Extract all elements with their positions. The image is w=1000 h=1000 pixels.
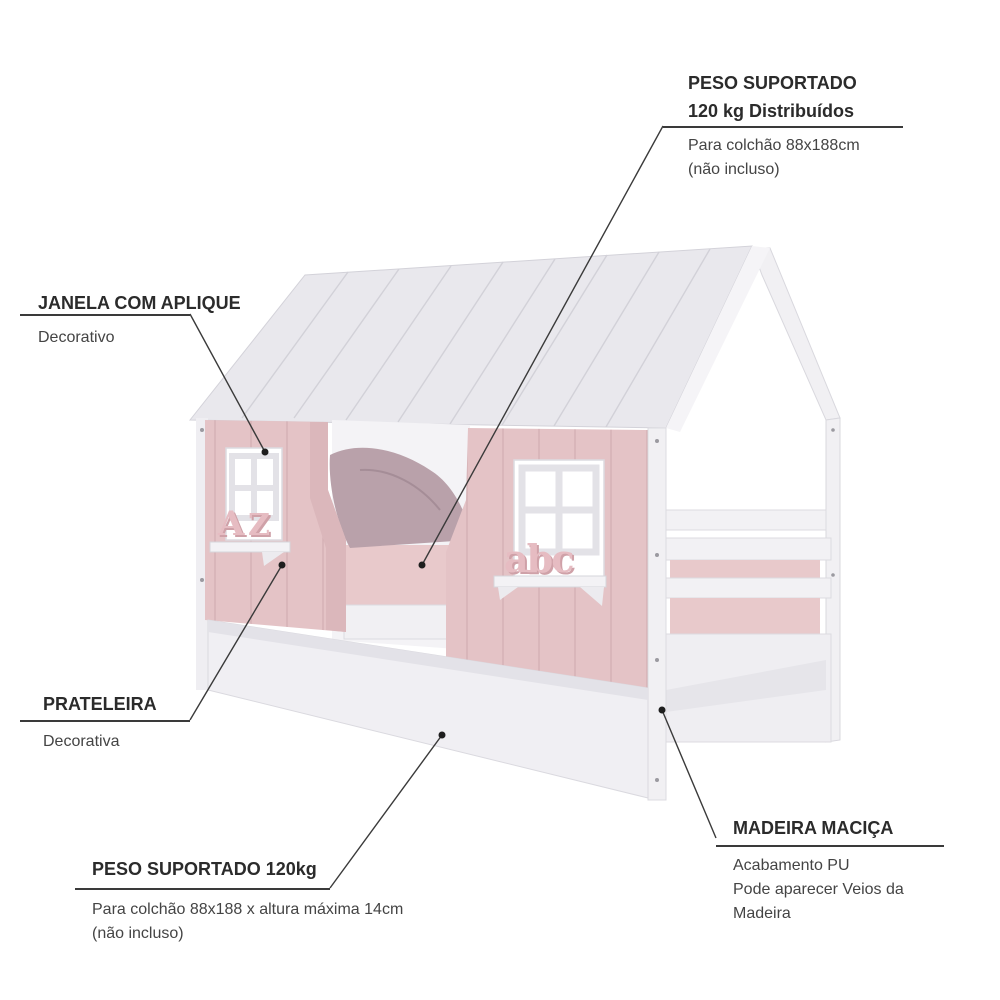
- side-rails: [665, 509, 832, 743]
- letter-z-decoration: Z: [248, 508, 270, 543]
- callout-prateleira: PRATELEIRA: [43, 691, 157, 717]
- trundle-drawer: [207, 619, 649, 799]
- callout-peso-base-line1: Para colchão 88x188 x altura máxima 14cm: [92, 901, 404, 918]
- right-window: [493, 459, 607, 606]
- rule-prateleira: [20, 720, 190, 722]
- callout-peso-topo-line2: (não incluso): [688, 161, 780, 178]
- callout-madeira: MADEIRA MACIÇA: [733, 815, 893, 841]
- callout-prateleira-title: PRATELEIRA: [43, 694, 157, 714]
- callout-janela-line1: Decorativo: [38, 329, 115, 346]
- callout-madeira-desc: Acabamento PU Pode aparecer Veios da Mad…: [733, 854, 904, 926]
- rule-janela: [20, 314, 190, 316]
- callout-janela: JANELA COM APLIQUE: [38, 290, 241, 316]
- rule-madeira: [716, 845, 944, 847]
- leader-lines: [189, 125, 717, 889]
- callout-peso-base-line2: (não incluso): [92, 925, 184, 942]
- callout-madeira-title: MADEIRA MACIÇA: [733, 818, 894, 838]
- callout-peso-topo-title1: PESO SUPORTADO: [688, 73, 857, 93]
- callout-prateleira-line1: Decorativa: [43, 733, 120, 750]
- callout-madeira-line1: Acabamento PU: [733, 857, 850, 874]
- callout-janela-title: JANELA COM APLIQUE: [38, 293, 241, 313]
- callout-peso-topo-desc: Para colchão 88x188cm (não incluso): [688, 134, 860, 182]
- callout-peso-base: PESO SUPORTADO 120kg: [92, 856, 317, 882]
- screws: [200, 428, 835, 782]
- callout-janela-desc: Decorativo: [38, 326, 114, 350]
- leader-dots: [261, 448, 666, 739]
- roof: [188, 245, 770, 432]
- callout-peso-topo-title2: 120 kg Distribuídos: [688, 101, 855, 121]
- callout-madeira-line2: Pode aparecer Veios da: [733, 881, 904, 898]
- letter-a-decoration: A: [218, 504, 245, 544]
- callout-peso-topo: PESO SUPORTADO 120 kg Distribuídos: [688, 70, 857, 124]
- callout-peso-topo-line1: Para colchão 88x188cm: [688, 137, 860, 154]
- callout-madeira-line3: Madeira: [733, 905, 791, 922]
- left-window: [209, 447, 291, 566]
- letters-abc-decoration: abc: [504, 536, 574, 581]
- callout-peso-base-desc: Para colchão 88x188 x altura máxima 14cm…: [92, 898, 403, 946]
- rule-peso-base: [75, 888, 330, 890]
- callout-peso-base-title: PESO SUPORTADO 120kg: [92, 859, 317, 879]
- callout-prateleira-desc: Decorativa: [43, 730, 119, 754]
- rule-peso-topo: [663, 126, 903, 128]
